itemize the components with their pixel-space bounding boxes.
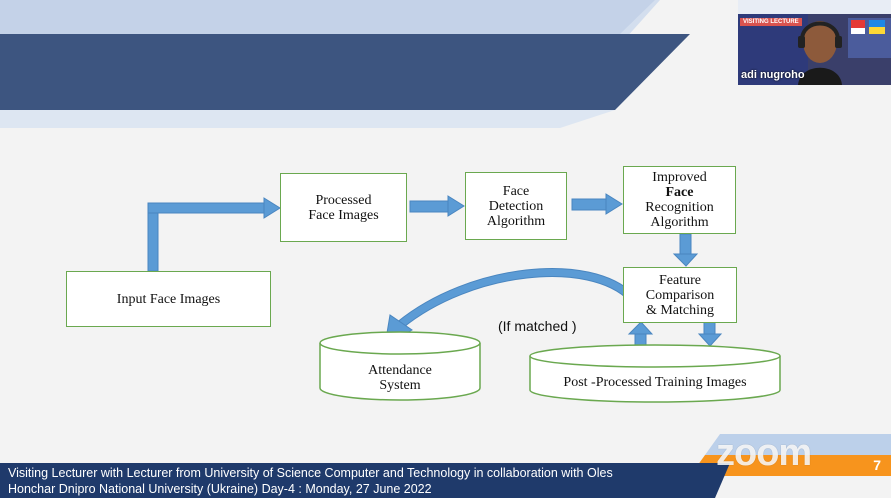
caption-bar: Visiting Lecturer with Lecturer from Uni…: [0, 463, 700, 498]
lecture-badge: VISITING LECTURE: [740, 18, 802, 26]
input-face-images-label: Input Face Images: [116, 291, 221, 307]
caption-line-2: Honchar Dnipro National University (Ukra…: [8, 482, 432, 496]
attendance-system-label: Attendance System: [368, 363, 432, 393]
participant-name: adi nugroho: [741, 69, 805, 81]
face-detection-label: Face Detection Algorithm: [486, 183, 546, 229]
caption-line-1: Visiting Lecturer with Lecturer from Uni…: [8, 466, 613, 480]
training-cylinder: [529, 344, 781, 403]
feature-comparison-label: Feature Comparison & Matching: [645, 272, 715, 318]
processed-face-images-box: Processed Face Images: [280, 173, 407, 242]
processed-face-images-label: Processed Face Images: [308, 192, 379, 223]
slide-number: 7: [873, 457, 881, 473]
recognition-bold: Face: [665, 185, 694, 200]
attendance-cylinder: [319, 331, 481, 401]
banner-background: [0, 0, 690, 128]
if-matched-label: (If matched ): [498, 318, 577, 334]
training-images-label: Post -Processed Training Images: [563, 375, 747, 390]
participant-video-tile[interactable]: VISITING LECTURE adi nugroho: [738, 0, 891, 85]
face-detection-box: Face Detection Algorithm: [465, 172, 567, 240]
recognition-line1: Improved: [652, 170, 707, 185]
feature-comparison-box: Feature Comparison & Matching: [623, 267, 737, 323]
input-face-images-box: Input Face Images: [66, 271, 271, 327]
zoom-watermark: zoom: [716, 432, 812, 474]
recognition-rest: Recognition Algorithm: [645, 200, 714, 230]
face-recognition-box: Improved Face Recognition Algorithm: [623, 166, 736, 234]
